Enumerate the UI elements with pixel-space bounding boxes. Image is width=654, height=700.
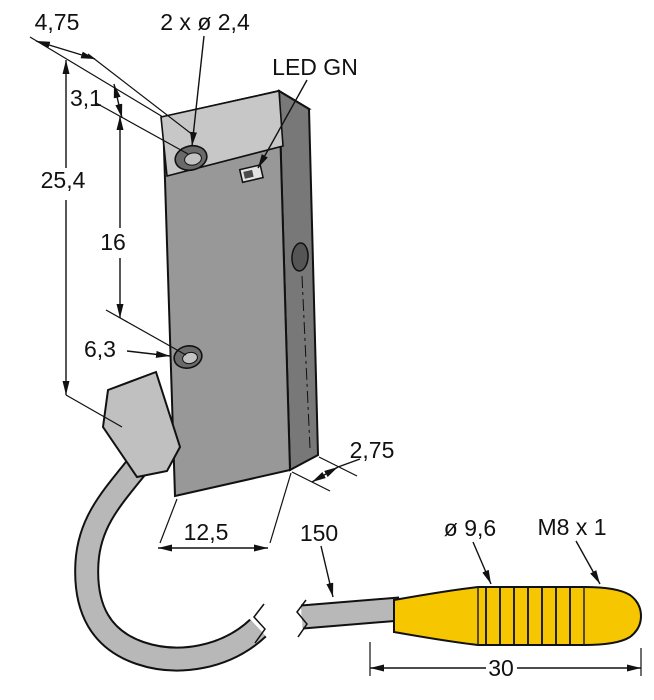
cable-cut-left — [253, 603, 266, 644]
dim-top-to-hole-line — [113, 83, 123, 119]
ext-line-back-edge — [87, 53, 194, 136]
dim-thread-label: M8 x 1 — [537, 514, 606, 540]
dim-top-depth-label: 4,75 — [35, 9, 80, 35]
led-label: LED GN — [272, 54, 358, 80]
leader-connector-diameter — [472, 541, 492, 585]
ext-line-width-right — [269, 472, 292, 544]
dim-body-width-label: 12,5 — [184, 519, 229, 545]
led-indicator-window — [243, 169, 254, 179]
leader-cable-length — [320, 545, 334, 598]
leader-mounting-holes — [190, 35, 205, 147]
leader-led — [257, 79, 308, 169]
ext-line-offset-front — [291, 471, 331, 492]
mounting-hole-bottom-inner — [182, 351, 198, 365]
dim-side-offset-line — [311, 466, 339, 483]
dim-hole-to-bottom-label: 6,3 — [84, 336, 116, 362]
dim-side-offset-tail — [337, 458, 361, 468]
dim-hole-spacing-label: 16 — [100, 229, 126, 255]
dim-top-depth-line — [35, 40, 96, 60]
dim-top-to-hole-label: 3,1 — [70, 85, 102, 111]
ext-line-width-left — [159, 498, 178, 544]
dim-mounting-holes-label: 2 x ø 2,4 — [160, 9, 250, 35]
dim-connector-length-label: 30 — [488, 655, 514, 681]
leader-thread — [575, 540, 601, 585]
cable — [76, 443, 266, 670]
ext-line-bottom-edge — [65, 394, 123, 428]
mounting-hole-top-inner — [184, 152, 202, 166]
cable-boot — [101, 370, 182, 479]
dim-connector-diameter-label: ø 9,6 — [444, 515, 496, 541]
dim-side-offset-label: 2,75 — [350, 437, 395, 463]
cable-cut-right — [296, 599, 308, 638]
m8-connector — [393, 586, 643, 646]
side-slot — [291, 242, 309, 272]
leader-hole-to-bottom — [126, 350, 171, 358]
cable-segment — [301, 598, 401, 628]
ext-line-hole-top — [95, 102, 189, 155]
center-line — [301, 275, 311, 449]
dim-body-height-label: 25,4 — [41, 167, 86, 193]
dim-cable-length-label: 150 — [300, 520, 338, 546]
